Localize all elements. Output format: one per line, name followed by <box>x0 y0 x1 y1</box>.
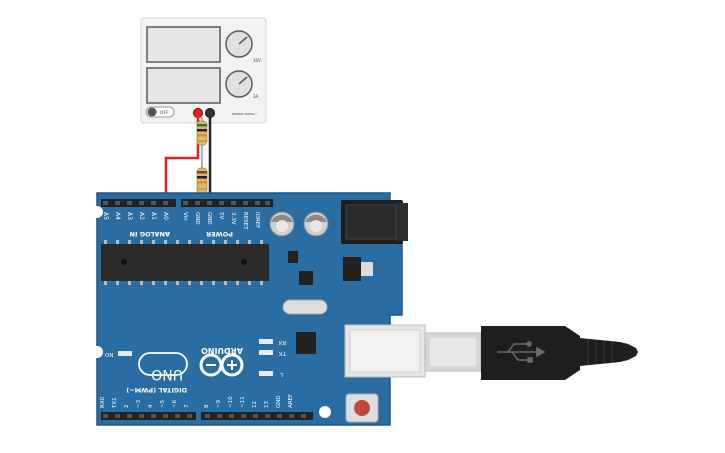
rx-label: RX <box>278 339 286 345</box>
power-header[interactable] <box>181 199 273 207</box>
microcontroller-chip <box>101 240 269 285</box>
current-display <box>146 67 221 104</box>
svg-text:12: 12 <box>252 401 258 408</box>
svg-text:4: 4 <box>148 404 154 408</box>
analog-pin-labels: A5 A4 A3 A2 A1 A0 <box>102 212 169 220</box>
svg-text:RESET: RESET <box>242 212 248 230</box>
current-knob-label: 3A <box>253 94 259 99</box>
svg-text:~5: ~5 <box>160 399 166 408</box>
svg-text:GND: GND <box>276 395 282 408</box>
svg-text:AREF: AREF <box>288 394 294 408</box>
capacitor <box>269 211 295 237</box>
svg-text:A5: A5 <box>102 212 109 220</box>
resistor-top[interactable] <box>196 120 208 146</box>
svg-text:13: 13 <box>264 401 270 408</box>
digital-section-label: DIGITAL (PWM~) <box>126 386 187 394</box>
on-label: ON <box>105 353 113 359</box>
mount-hole <box>91 346 103 358</box>
svg-text:8: 8 <box>204 404 210 408</box>
power-section-label: POWER <box>206 230 233 238</box>
usb-b-port[interactable] <box>344 324 426 378</box>
usb-icon <box>497 341 546 363</box>
svg-text:~11: ~11 <box>240 396 246 408</box>
usb-cable[interactable] <box>424 326 638 380</box>
voltage-knob-label: 10V <box>253 58 261 63</box>
svg-text:A2: A2 <box>138 212 145 220</box>
l-label: L <box>279 371 283 377</box>
bolt-icon: ⚡ <box>254 110 259 118</box>
svg-text:TX1: TX1 <box>112 397 118 409</box>
reset-button[interactable] <box>345 393 379 423</box>
brand-text: POWER SUPPLY <box>232 112 255 116</box>
arduino-board[interactable]: A5 A4 A3 A2 A1 A0 ANALOG IN Vin GND GND … <box>91 192 426 426</box>
crystal-oscillator <box>282 299 328 315</box>
svg-text:3.3V: 3.3V <box>230 212 236 225</box>
svg-text:5V: 5V <box>218 212 224 219</box>
svg-text:~6: ~6 <box>172 399 178 408</box>
usb-controller-chip <box>296 332 316 354</box>
voltage-regulator <box>343 257 373 281</box>
svg-text:2: 2 <box>124 405 130 409</box>
power-pin-labels: Vin GND GND 5V 3.3V RESET IOREF <box>182 212 260 230</box>
digital-header-left[interactable] <box>101 412 196 420</box>
svg-text:A3: A3 <box>126 212 133 220</box>
capacitor <box>303 211 329 237</box>
power-switch[interactable]: OFF <box>145 106 175 118</box>
mount-hole <box>91 206 103 218</box>
svg-text:Vin: Vin <box>182 212 188 221</box>
negative-terminal[interactable] <box>205 108 215 118</box>
tx-label: TX <box>279 350 287 356</box>
svg-text:7: 7 <box>184 404 190 408</box>
led-indicators <box>118 339 273 376</box>
positive-terminal[interactable] <box>193 108 203 118</box>
transistor <box>288 251 298 263</box>
svg-text:~9: ~9 <box>216 399 222 408</box>
svg-text:IOREF: IOREF <box>254 212 260 228</box>
svg-text:UNO: UNO <box>151 366 183 382</box>
arduino-logo-text: ARDUINO <box>201 346 243 355</box>
mount-hole <box>319 406 331 418</box>
arduino-logo-icon <box>199 353 244 377</box>
svg-text:GND: GND <box>194 212 200 225</box>
digital-header-right[interactable] <box>201 412 313 420</box>
small-ic <box>299 271 313 285</box>
svg-text:OFF: OFF <box>160 110 169 116</box>
svg-text:RX0: RX0 <box>100 396 106 408</box>
current-knob[interactable] <box>225 70 253 98</box>
uno-logo: UNO <box>138 352 188 382</box>
svg-text:A4: A4 <box>114 212 121 220</box>
svg-text:GND: GND <box>206 212 212 225</box>
digital-pin-labels: RX0 TX1 2 ~3 4 ~5 ~6 7 8 ~9 ~10 ~11 12 1… <box>100 394 294 409</box>
svg-text:~10: ~10 <box>228 396 234 408</box>
voltage-display <box>146 26 221 63</box>
svg-text:A1: A1 <box>150 212 157 220</box>
svg-text:~3: ~3 <box>136 399 142 408</box>
analog-header[interactable] <box>101 199 176 207</box>
power-supply[interactable]: 10V 3A OFF POWER SUPPLY ⚡ <box>140 17 267 124</box>
dc-power-jack[interactable] <box>341 200 408 244</box>
svg-text:A0: A0 <box>162 212 169 220</box>
analog-section-label: ANALOG IN <box>130 230 170 238</box>
resistor-bottom[interactable] <box>196 167 208 195</box>
voltage-knob[interactable] <box>225 30 253 58</box>
